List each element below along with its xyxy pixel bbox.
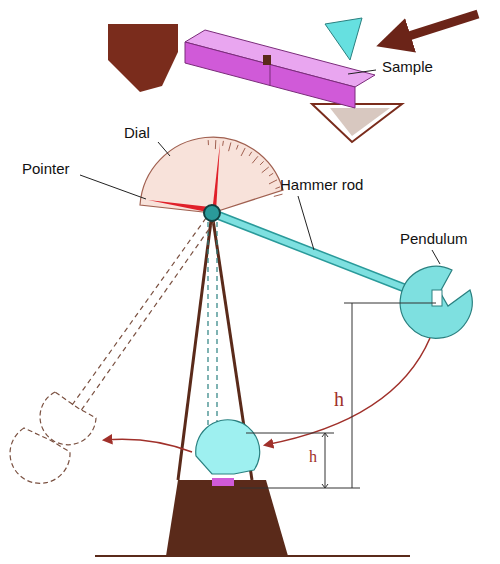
dial-tick bbox=[274, 194, 283, 196]
dial-tick bbox=[269, 173, 273, 176]
dimension-label: h bbox=[334, 388, 344, 411]
illustration-part bbox=[148, 200, 212, 213]
illustration-part bbox=[322, 433, 328, 488]
illustration-part bbox=[140, 137, 283, 213]
illustration-part bbox=[246, 433, 334, 434]
illustration-part bbox=[196, 420, 260, 474]
part-label: Sample bbox=[382, 58, 433, 75]
dial-tick bbox=[275, 187, 280, 189]
illustration-part bbox=[312, 104, 402, 142]
illustration-part bbox=[80, 222, 214, 412]
illustration-part bbox=[10, 428, 70, 483]
illustration-part bbox=[270, 65, 271, 86]
hammer bbox=[204, 196, 472, 445]
illustration-part bbox=[212, 478, 234, 486]
illustration-part bbox=[432, 250, 440, 264]
illustration-part bbox=[104, 439, 192, 452]
dial-tick bbox=[249, 152, 252, 156]
dial-tick bbox=[262, 167, 269, 173]
dial-tick bbox=[229, 142, 231, 151]
illustration-part bbox=[344, 303, 436, 304]
illustration-part bbox=[212, 213, 425, 296]
illustration-part bbox=[325, 433, 326, 488]
dial-tick bbox=[222, 141, 224, 146]
illustration-part bbox=[40, 392, 96, 445]
dial bbox=[80, 137, 283, 213]
illustration-part bbox=[330, 108, 390, 136]
illustration-part bbox=[216, 222, 217, 436]
illustration-part bbox=[70, 218, 206, 408]
illustration-part bbox=[432, 290, 442, 306]
dial-tick bbox=[236, 145, 238, 150]
part-label: Pendulum bbox=[400, 230, 468, 247]
illustration-part bbox=[212, 213, 425, 296]
illustration-part bbox=[400, 266, 472, 338]
dial-tick bbox=[208, 140, 209, 145]
illustration-part bbox=[80, 175, 146, 199]
dial-tick bbox=[269, 180, 277, 184]
illustration-part bbox=[348, 70, 376, 74]
part-label: Dial bbox=[124, 124, 150, 141]
illustration-part bbox=[208, 140, 282, 196]
illustration-part bbox=[204, 205, 220, 221]
dial-tick bbox=[241, 148, 245, 156]
dial-tick bbox=[252, 156, 258, 163]
illustration-part bbox=[298, 196, 314, 250]
illustration-part bbox=[240, 488, 360, 489]
illustration-part bbox=[265, 338, 430, 445]
illustration-part bbox=[212, 143, 220, 213]
height-dimensions bbox=[240, 303, 436, 488]
illustration-part bbox=[185, 42, 355, 108]
frame bbox=[95, 213, 410, 556]
illustration-part bbox=[108, 24, 178, 92]
dial-tick bbox=[260, 161, 264, 165]
illustration-part bbox=[352, 303, 353, 488]
illustration-part bbox=[166, 480, 288, 556]
dial-tick bbox=[215, 140, 216, 149]
illustration-part bbox=[263, 55, 271, 65]
illustration-part bbox=[390, 14, 478, 42]
part-label: Hammer rod bbox=[280, 176, 363, 193]
sample-detail bbox=[108, 14, 478, 142]
illustration-part bbox=[158, 142, 170, 156]
illustration-part bbox=[207, 222, 208, 436]
dimension-label: h bbox=[309, 448, 317, 466]
part-label: Pointer bbox=[22, 160, 70, 177]
pendulum-positions bbox=[10, 218, 260, 486]
illustration-part bbox=[325, 18, 362, 60]
